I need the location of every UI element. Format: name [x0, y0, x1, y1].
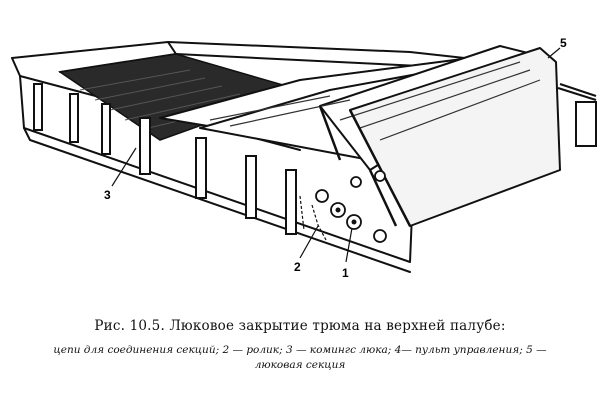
leader-3: [111, 147, 137, 187]
figure-legend-line-2: люковая секция: [254, 359, 346, 371]
leader-2: [299, 225, 319, 259]
coaming-stiffeners: [33, 83, 297, 235]
figure-caption: Рис. 10.5. Люковое закрытие трюма на вер…: [94, 318, 506, 334]
coaming-side-wall: [19, 75, 413, 263]
callout-2: 2: [294, 260, 301, 274]
control-panel: [557, 83, 597, 147]
callout-5: 5: [560, 36, 567, 50]
hatch-cover-illustration: [11, 41, 597, 273]
rollers: [315, 170, 387, 243]
callout-3: 3: [104, 188, 111, 202]
hatch-cover-drawing: 3 2 1 5: [11, 36, 597, 280]
figure-legend-line-1: цепи для соединения секций; 2 — ролик; 3…: [53, 344, 547, 356]
leader-5: [547, 47, 561, 59]
callout-1: 1: [342, 266, 349, 280]
leader-1: [345, 227, 353, 263]
connecting-chains: [299, 195, 327, 241]
